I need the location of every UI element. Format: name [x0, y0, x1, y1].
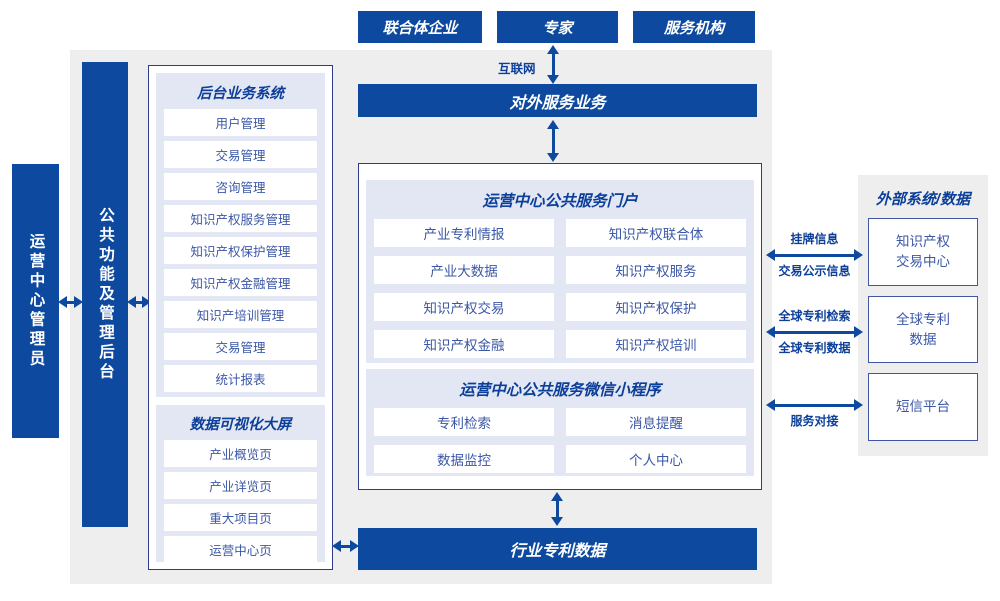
- list-item: 交易管理: [164, 141, 317, 168]
- list-item: 消息提醒: [566, 408, 746, 436]
- external-systems-panel: 外部系统/数据 知识产权 交易中心 全球专利 数据 短信平台: [858, 175, 988, 456]
- backoffice-panel: 后台业务系统 用户管理 交易管理 咨询管理 知识产权服务管理 知识产权保护管理 …: [156, 73, 325, 397]
- portal-grid: 产业专利情报 知识产权联合体 产业大数据 知识产权服务 知识产权交易 知识产权保…: [366, 211, 754, 366]
- list-item: 产业详览页: [164, 472, 317, 499]
- link-top-label: 全球专利检索: [778, 309, 851, 323]
- list-item: 知识产权保护: [566, 293, 746, 321]
- miniprogram-panel: 运营中心公共服务微信小程序 专利检索 消息提醒 数据监控 个人中心: [366, 369, 754, 476]
- actor-consortium-enterprise: 联合体企业: [358, 11, 482, 43]
- list-item: 产业大数据: [374, 256, 554, 284]
- double-arrow-service-portal-icon: [546, 120, 560, 162]
- list-item: 咨询管理: [164, 173, 317, 200]
- list-item: 知识产权金融管理: [164, 269, 317, 296]
- industry-patent-bar: 行业专利数据: [358, 528, 757, 570]
- double-arrow-trade-center-icon: [766, 248, 863, 262]
- dashboard-panel: 数据可视化大屏 产业概览页 产业详览页 重大项目页 运营中心页: [156, 405, 325, 563]
- link-listing-info: 挂牌信息 交易公示信息: [766, 231, 863, 279]
- link-bottom-label: 全球专利数据: [778, 341, 851, 355]
- double-arrow-backend-backoffice-icon: [127, 295, 151, 309]
- internet-label: 互联网: [498, 62, 536, 76]
- list-item: 数据监控: [374, 445, 554, 473]
- portal-title: 运营中心公共服务门户: [482, 193, 638, 210]
- portal-panel: 运营中心公共服务门户 产业专利情报 知识产权联合体 产业大数据 知识产权服务 知…: [366, 180, 754, 363]
- list-item: 运营中心页: [164, 536, 317, 563]
- backoffice-title: 后台业务系统: [197, 86, 284, 102]
- external-system-sms-platform: 短信平台: [868, 373, 978, 441]
- list-item: 知识产权交易: [374, 293, 554, 321]
- list-item: 知识产培训管理: [164, 301, 317, 328]
- double-arrow-dashboard-patent-icon: [332, 539, 359, 553]
- double-arrow-sms-icon: [766, 398, 863, 412]
- list-item: 重大项目页: [164, 504, 317, 531]
- external-system-trade-center: 知识产权 交易中心: [868, 218, 978, 286]
- list-item: 交易管理: [164, 333, 317, 360]
- list-item: 知识产权保护管理: [164, 237, 317, 264]
- link-service-docking: 服务对接: [766, 381, 863, 429]
- double-arrow-internet-icon: [546, 45, 560, 84]
- operations-admin-bar: 运营中心管理员: [12, 164, 59, 438]
- link-top-label: 挂牌信息: [790, 232, 839, 246]
- double-arrow-global-patent-icon: [766, 325, 863, 339]
- dashboard-title: 数据可视化大屏: [189, 417, 292, 433]
- list-item: 产业专利情报: [374, 219, 554, 247]
- dashboard-list: 产业概览页 产业详览页 重大项目页 运营中心页: [156, 434, 325, 571]
- list-item: 统计报表: [164, 365, 317, 392]
- link-bottom-label: 服务对接: [790, 414, 839, 428]
- miniprogram-title: 运营中心公共服务微信小程序: [459, 382, 661, 399]
- backoffice-frame: 后台业务系统 用户管理 交易管理 咨询管理 知识产权服务管理 知识产权保护管理 …: [148, 65, 333, 570]
- list-item: 产业概览页: [164, 440, 317, 467]
- list-item: 用户管理: [164, 109, 317, 136]
- link-global-patent: 全球专利检索 全球专利数据: [766, 308, 863, 356]
- list-item: 知识产权服务管理: [164, 205, 317, 232]
- actor-service-agency: 服务机构: [633, 11, 755, 43]
- center-frame: 运营中心公共服务门户 产业专利情报 知识产权联合体 产业大数据 知识产权服务 知…: [358, 163, 762, 490]
- list-item: 专利检索: [374, 408, 554, 436]
- actor-expert: 专家: [497, 11, 618, 43]
- miniprogram-grid: 专利检索 消息提醒 数据监控 个人中心: [366, 400, 754, 481]
- external-systems-title: 外部系统/数据: [875, 191, 971, 208]
- list-item: 知识产权金融: [374, 330, 554, 358]
- list-item: 知识产权服务: [566, 256, 746, 284]
- double-arrow-admin-backend-icon: [58, 295, 83, 309]
- list-item: 知识产权联合体: [566, 219, 746, 247]
- external-system-global-patent: 全球专利 数据: [868, 296, 978, 363]
- list-item: 知识产权培训: [566, 330, 746, 358]
- external-service-bar: 对外服务业务: [358, 84, 757, 117]
- backoffice-list: 用户管理 交易管理 咨询管理 知识产权服务管理 知识产权保护管理 知识产权金融管…: [156, 103, 325, 400]
- list-item: 个人中心: [566, 445, 746, 473]
- double-arrow-center-patent-icon: [550, 492, 564, 526]
- public-function-backend-bar: 公共功能及管理后台: [82, 62, 128, 527]
- link-bottom-label: 交易公示信息: [778, 264, 851, 278]
